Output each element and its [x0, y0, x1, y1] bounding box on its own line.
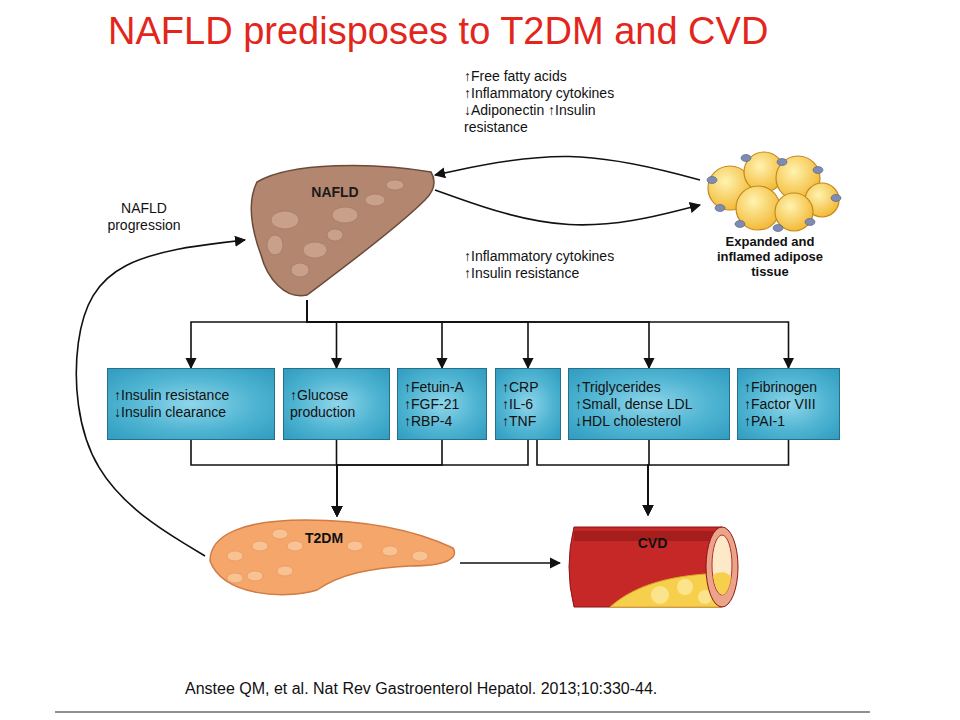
arrow-connector: [191, 300, 307, 368]
arrow-connector: [435, 190, 700, 225]
text-line: ↑TNF: [502, 413, 554, 430]
process-box: ↑Fetuin-A ↑FGF-21 ↑RBP-4: [397, 368, 487, 440]
liver-shape: [245, 160, 435, 300]
arrow-connector: [337, 440, 442, 516]
caption-rule: [55, 712, 870, 713]
text-line: ↑Factor VIII: [744, 396, 833, 413]
edge-label: NAFLD progression: [96, 200, 192, 234]
text-line: ↑RBP-4: [404, 413, 480, 430]
node-label: ↑CRP ↑IL-6 ↑TNF: [502, 379, 554, 430]
arrow-connector: [307, 300, 528, 368]
node-label: Expanded and inflamed adipose tissue: [705, 234, 835, 279]
artery-vessel: CVD: [560, 515, 745, 610]
arrow-connector: [337, 440, 528, 516]
edge-label: ↑Inflammatory cytokines ↑Insulin resista…: [462, 248, 656, 282]
text-line: ↑Fetuin-A: [404, 379, 480, 396]
arrow-connector: [537, 440, 648, 515]
text-line: ↑Free fatty acids: [464, 68, 567, 84]
arrow-connector: [435, 156, 700, 180]
text-line: ↑IL-6: [502, 396, 554, 413]
adipose-tissue: Expanded and inflamed adipose tissue: [700, 150, 840, 230]
node-label: CVD: [560, 515, 745, 551]
arrow-connector: [307, 300, 442, 368]
text-line: ↑Insulin resistance: [114, 387, 268, 404]
edge-label: ↑Free fatty acids ↑Inflammatory cytokine…: [462, 68, 656, 136]
process-box: ↑Fibrinogen ↑Factor VIII ↑PAI-1: [737, 368, 840, 440]
text-line: Expanded and inflamed adipose tissue: [705, 234, 835, 279]
text-line: ↑Inflammatory cytokines: [464, 85, 614, 101]
artery-shape: [560, 515, 745, 610]
text-line: T2DM: [305, 530, 365, 546]
arrow-connector: [648, 440, 789, 515]
node-label: T2DM: [305, 530, 365, 546]
text-line: NAFLD progression: [107, 200, 180, 233]
text-line: ↑Small, dense LDL: [575, 396, 723, 413]
node-label: ↑Fibrinogen ↑Factor VIII ↑PAI-1: [744, 379, 833, 430]
text-line: CVD: [560, 535, 745, 551]
text-line: ↑Inflammatory cytokines: [464, 248, 614, 264]
node-label: ↑Triglycerides ↑Small, dense LDL ↓HDL ch…: [575, 379, 723, 430]
citation-caption: Anstee QM, et al. Nat Rev Gastroenterol …: [185, 680, 657, 698]
text-line: ↑Insulin resistance: [464, 265, 579, 281]
process-box: ↑Glucose production: [283, 368, 390, 440]
text-line: ↓Adiponectin: [464, 102, 548, 118]
arrow-connector: [460, 562, 560, 564]
arrow-connector: [307, 300, 789, 368]
process-box: ↑Triglycerides ↑Small, dense LDL ↓HDL ch…: [568, 368, 730, 440]
text-line: ↑CRP: [502, 379, 554, 396]
text-line: NAFLD: [245, 184, 425, 200]
node-label: NAFLD: [245, 160, 435, 200]
arrow-connector: [307, 300, 649, 368]
node-label: ↑Fetuin-A ↑FGF-21 ↑RBP-4: [404, 379, 480, 430]
pancreas-shape: [205, 516, 460, 604]
fat-shape: [700, 150, 840, 230]
pancreas-organ: T2DM: [205, 516, 460, 604]
arrow-connector: [307, 300, 337, 368]
process-box: ↑CRP ↑IL-6 ↑TNF: [495, 368, 561, 440]
node-label: ↑Glucose production: [290, 387, 383, 421]
text-line: ↑Glucose production: [290, 387, 383, 421]
node-label: ↑Insulin resistance ↓Insulin clearance: [114, 387, 268, 421]
text-line: ↓HDL cholesterol: [575, 413, 723, 430]
process-box: ↑Insulin resistance ↓Insulin clearance: [107, 368, 275, 440]
text-line: ↓Insulin clearance: [114, 404, 268, 421]
text-line: ↑FGF-21: [404, 396, 480, 413]
text-line: ↑Triglycerides: [575, 379, 723, 396]
arrow-connector: [191, 440, 337, 516]
text-line: ↑PAI-1: [744, 413, 833, 430]
diagram-title: NAFLD predisposes to T2DM and CVD: [108, 10, 768, 53]
liver-organ: NAFLD: [245, 160, 435, 300]
text-line: ↑Fibrinogen: [744, 379, 833, 396]
